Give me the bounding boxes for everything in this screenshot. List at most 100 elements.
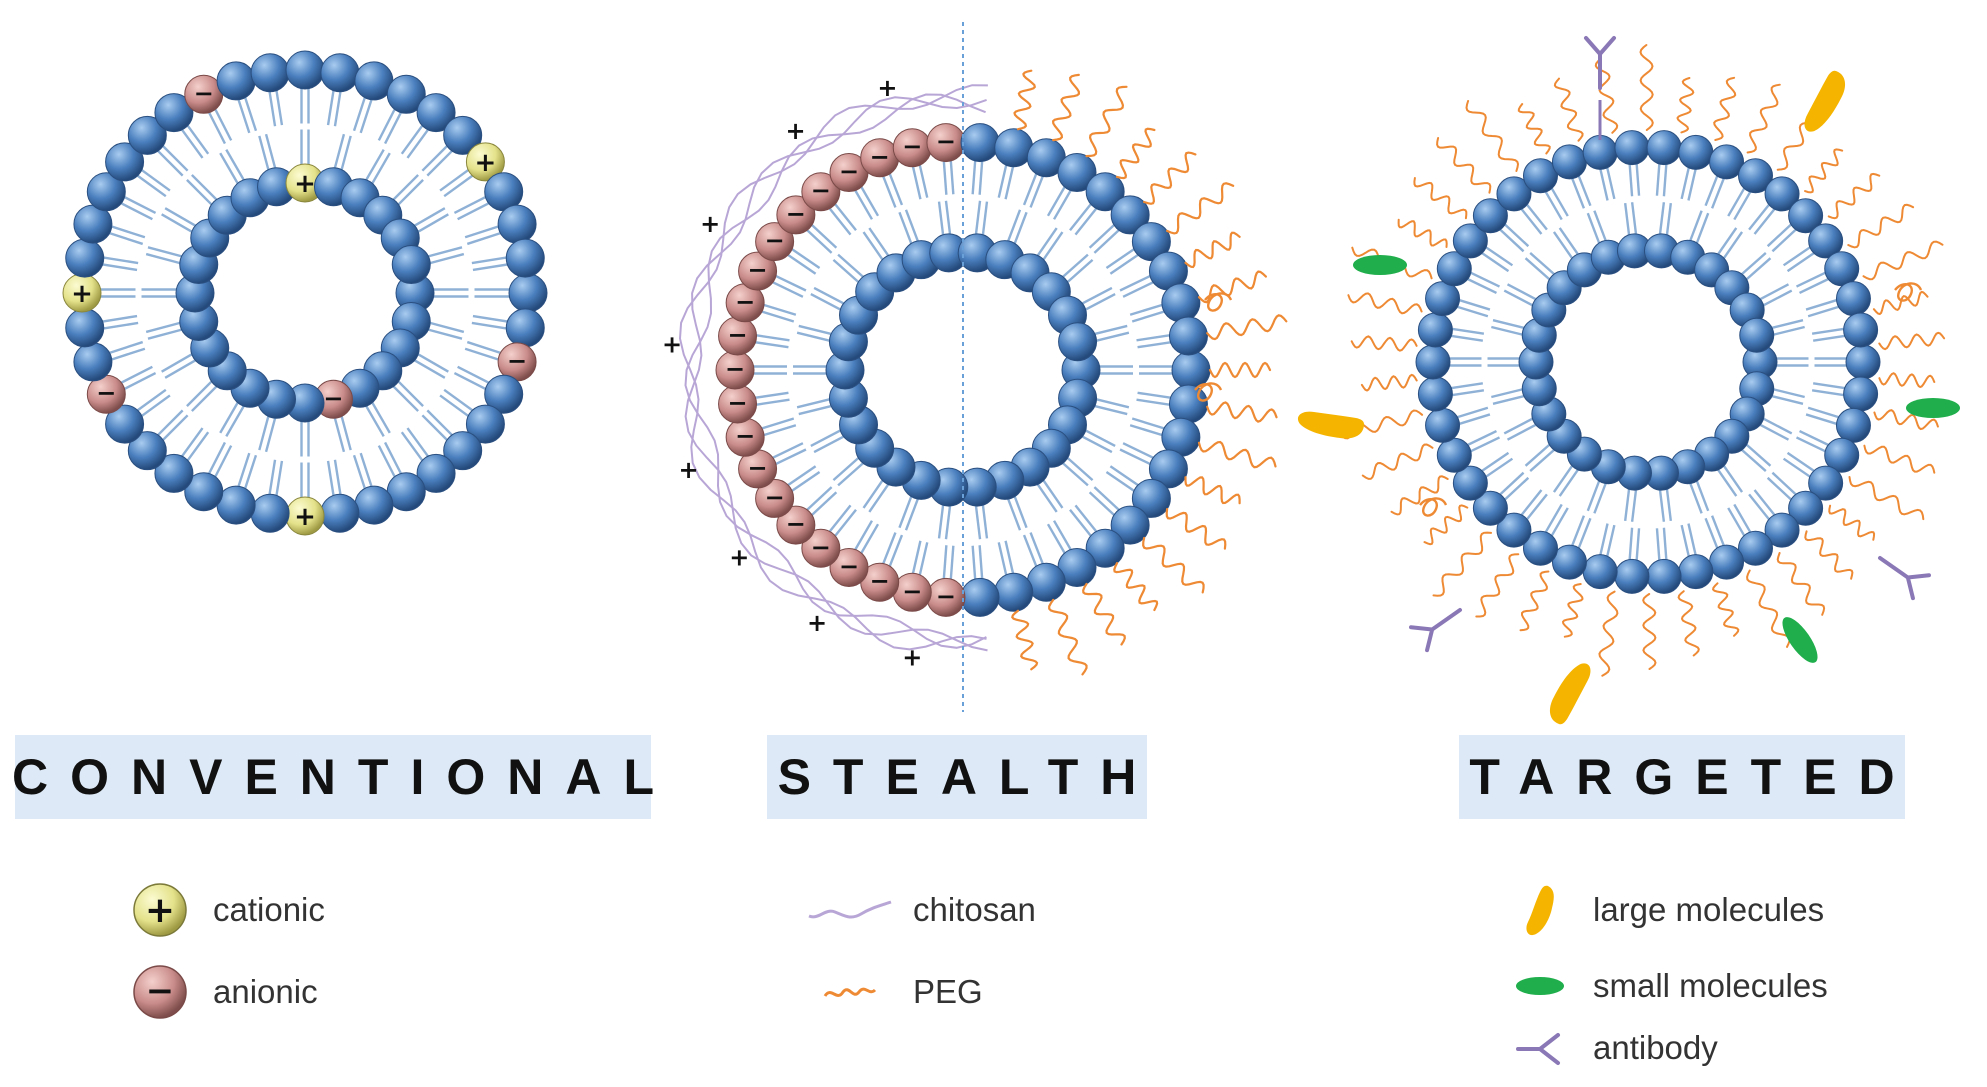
chitosan-chain — [684, 96, 988, 652]
peg-chain — [1208, 361, 1272, 379]
lipid-tail — [1570, 515, 1586, 548]
lipid-tail — [1029, 532, 1045, 566]
small-molecule — [1353, 255, 1407, 275]
lipid-tail — [453, 372, 488, 391]
lipid-tail — [264, 133, 277, 170]
lipid-tail — [1733, 503, 1753, 535]
lipid-head — [250, 493, 290, 533]
lipid-head — [1417, 376, 1453, 412]
peg-chain — [1862, 240, 1944, 281]
lipid-tail — [333, 89, 342, 127]
lipid-tail — [1727, 186, 1747, 217]
peg-chain — [1350, 335, 1418, 352]
lipid-tail — [453, 195, 488, 214]
lipid-head — [1551, 544, 1587, 580]
lipid-tail — [1052, 520, 1073, 552]
lipid-tail — [1004, 164, 1015, 200]
minus-sign: − — [870, 143, 890, 171]
panel-title-targeted: TARGETED — [1469, 749, 1917, 805]
lipid-tail — [268, 89, 277, 127]
peg-chain — [1553, 77, 1584, 142]
lipid-tail — [1465, 430, 1497, 447]
lipid-head — [320, 493, 360, 533]
lipid-head — [1452, 223, 1488, 259]
lipid-tail — [1658, 488, 1666, 522]
lipid-tail — [1529, 252, 1557, 277]
lipid-tail — [161, 213, 194, 234]
lipid-tail — [859, 184, 880, 217]
lipid-tail — [1704, 174, 1719, 207]
lipid-tail — [868, 482, 891, 513]
lipid-tail — [809, 491, 838, 517]
peg-chain — [1827, 172, 1881, 220]
plus-sign: + — [294, 502, 316, 532]
lipid-head — [1496, 512, 1532, 548]
lipid-tail — [464, 347, 501, 362]
lipid-tail — [1543, 189, 1563, 221]
peg-chain — [1475, 553, 1520, 618]
minus-sign: − — [839, 158, 859, 186]
lipid-tail — [753, 340, 789, 349]
lipid-head — [1436, 251, 1472, 287]
lipid-tail — [275, 88, 284, 126]
lipid-tail — [1748, 202, 1771, 231]
peg-chain — [1639, 44, 1654, 131]
lipid-tail — [396, 379, 424, 407]
lipid-tail — [406, 127, 430, 159]
lipid-tail — [942, 545, 948, 581]
minus-sign: − — [765, 483, 785, 511]
minus-sign: − — [735, 422, 755, 450]
lipid-tail — [406, 427, 430, 459]
lipid-tail — [853, 188, 874, 220]
lipid-tail — [974, 504, 982, 540]
minus-sign: − — [786, 200, 806, 228]
plus-sign: + — [662, 331, 682, 359]
minus-sign: − — [902, 133, 922, 161]
peg-chain — [1184, 476, 1241, 505]
lipid-head — [1425, 281, 1461, 317]
lipid-tail — [1498, 471, 1525, 497]
lipid-tail — [974, 200, 982, 236]
lipid-head — [1582, 554, 1618, 590]
lipid-tail — [1524, 442, 1552, 467]
lipid-head — [1845, 344, 1881, 380]
antibody-shape — [1878, 556, 1931, 601]
peg-chain — [1676, 77, 1695, 134]
lipid-tail — [1136, 398, 1172, 407]
plus-sign: + — [679, 456, 699, 484]
lipid-tail — [1137, 391, 1173, 400]
lipid-tail — [997, 542, 1008, 577]
lipid-tail — [805, 486, 833, 512]
minus-sign: − — [811, 533, 831, 561]
lipid-tail — [1046, 523, 1067, 556]
lipid-tail — [911, 164, 922, 200]
lipid-tail — [1137, 340, 1173, 349]
lipid-tail — [377, 107, 397, 141]
minus-sign: − — [765, 227, 785, 255]
chitosan-chain — [678, 84, 988, 651]
lipid-tail — [396, 179, 424, 207]
lipid-head — [354, 485, 394, 525]
lipid-tail — [1766, 222, 1794, 248]
lipid-head — [216, 61, 256, 101]
lipid-tail — [1491, 387, 1525, 399]
lipid-head — [1110, 195, 1150, 235]
lipid-head — [960, 123, 1000, 163]
lipid-tail — [1739, 447, 1767, 472]
lipid-tail — [109, 347, 146, 362]
lipid-tail — [1812, 334, 1847, 342]
lipid-tail — [1722, 231, 1744, 261]
lipid-tail — [1502, 222, 1530, 248]
legend-item-peg: PEG — [805, 962, 983, 1022]
lipid-head — [1843, 312, 1879, 348]
lipid-head — [127, 431, 167, 471]
lipid-tail — [135, 388, 167, 413]
lipid-tail — [160, 414, 189, 442]
lipid-tail — [400, 123, 425, 155]
lipid-tail — [1771, 471, 1798, 497]
lipid-tail — [978, 159, 984, 195]
lipid-tail — [1136, 333, 1172, 342]
peg-chain — [1423, 504, 1469, 546]
lipid-tail — [1665, 487, 1673, 522]
lipid-tail — [1753, 489, 1777, 517]
